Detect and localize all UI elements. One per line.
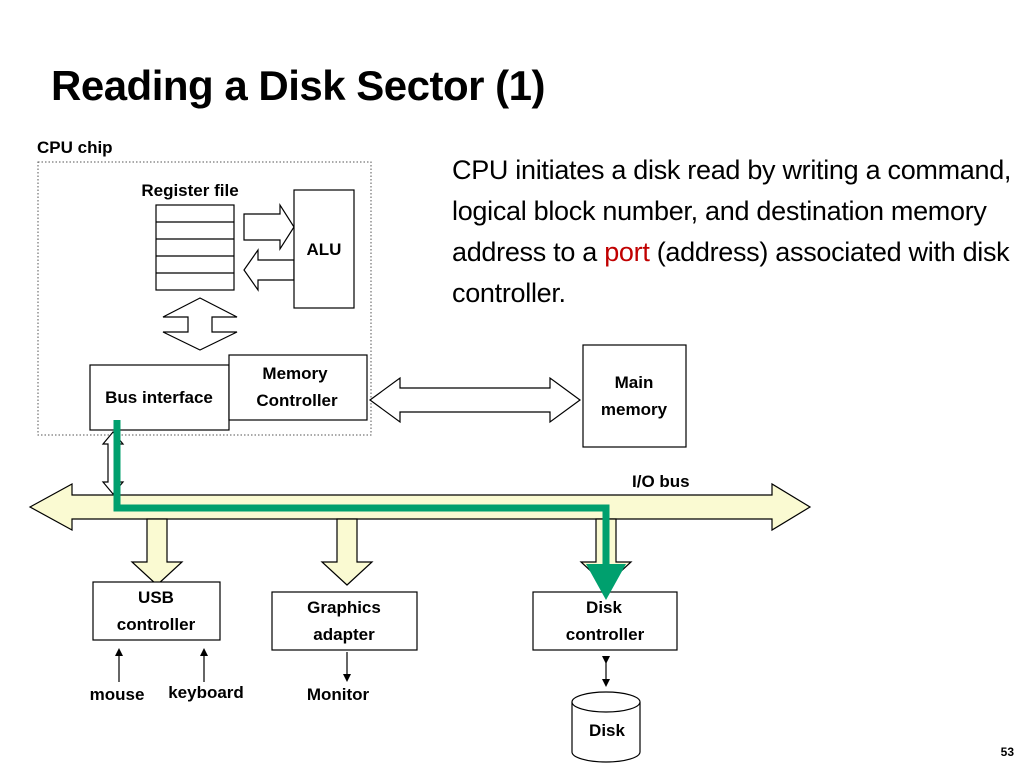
memory-controller-label-1: Memory — [262, 364, 328, 383]
page-number: 53 — [1000, 745, 1014, 759]
description-after: (address) associated with disk controlle… — [452, 237, 1010, 308]
register-file — [155, 204, 235, 291]
port-highlight: port — [604, 237, 650, 267]
disk-label: Disk — [589, 721, 625, 740]
disk-controller-label-2: controller — [565, 625, 645, 644]
alu-box — [293, 189, 355, 309]
main-memory-label-1: Main — [614, 373, 654, 392]
cpu-chip-boundary — [37, 161, 372, 436]
description-before: CPU initiates a disk read by writing a c… — [452, 155, 1012, 267]
usb-label-2: controller — [116, 615, 196, 634]
memory-controller-box — [228, 354, 368, 421]
alu-to-register-arrow — [243, 248, 295, 292]
main-memory-box — [582, 344, 687, 448]
keyboard-label: keyboard — [168, 683, 244, 702]
data-path-line — [113, 420, 610, 568]
graphics-label-1: Graphics — [307, 598, 381, 617]
disk-controller-box — [532, 591, 678, 651]
memory-controller-label-2: Controller — [256, 391, 338, 410]
cpu-chip-label: CPU chip — [37, 138, 113, 157]
memory-bus-double-arrow — [368, 376, 582, 424]
slide-title: Reading a Disk Sector (1) — [51, 62, 545, 109]
disk-cylinder — [571, 691, 641, 763]
register-file-label: Register file — [141, 181, 239, 200]
mouse-label: mouse — [89, 685, 145, 704]
description-text: CPU initiates a disk read by writing a c… — [452, 150, 1022, 314]
data-path-arrowhead — [586, 564, 626, 600]
graphics-bus-arrow — [320, 518, 374, 586]
monitor-label: Monitor — [306, 685, 370, 704]
graphics-adapter-box — [271, 591, 418, 651]
graphics-label-2: adapter — [313, 625, 375, 644]
register-bus-double-arrow — [162, 297, 238, 351]
usb-bus-arrow — [130, 518, 184, 586]
alu-label: ALU — [306, 240, 342, 259]
register-to-alu-arrow — [243, 202, 295, 252]
disk-controller-label-1: Disk — [586, 598, 622, 617]
usb-controller-box — [92, 581, 221, 641]
io-bus-label: I/O bus — [632, 472, 690, 491]
main-memory-label-2: memory — [600, 400, 668, 419]
bus-interface-label: Bus interface — [105, 388, 213, 407]
usb-label-1: USB — [138, 588, 174, 607]
